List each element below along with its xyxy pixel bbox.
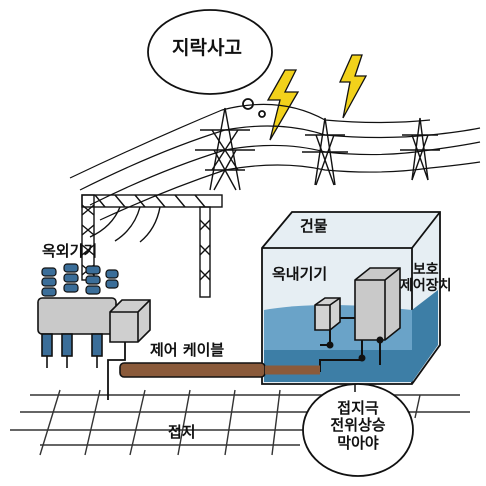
- speech-bubble: [148, 10, 272, 117]
- insulator-icon: [42, 264, 118, 296]
- note-label-line2: 전위상승: [322, 417, 394, 434]
- note-label-line1: 접지극: [322, 400, 394, 417]
- outdoor-control-box-icon: [110, 300, 150, 342]
- control-cable-label: 제어 케이블: [150, 342, 224, 359]
- lightning-accident-label: 지락사고: [172, 38, 242, 60]
- ground-label: 접지: [168, 424, 196, 441]
- indoor-equipment-label: 옥내기기: [272, 266, 327, 283]
- note-label: 접지극 전위상승 막아야: [322, 400, 394, 452]
- protection-control-cabinet-icon: [355, 268, 400, 340]
- gantry-structure: [82, 195, 222, 297]
- lightning-bolt-icon: [268, 55, 366, 140]
- note-label-line3: 막아야: [322, 435, 394, 452]
- building-label: 건물: [300, 218, 328, 235]
- indoor-equipment-icon: [315, 298, 340, 330]
- outdoor-equipment-icon: [38, 298, 116, 368]
- outdoor-equipment-label: 옥외기기: [42, 243, 97, 260]
- building: [262, 212, 440, 384]
- protection-control-label: 보호 제어장치: [400, 262, 452, 294]
- protection-control-label-line2: 제어장치: [400, 278, 452, 294]
- protection-control-label-line1: 보호: [400, 262, 452, 278]
